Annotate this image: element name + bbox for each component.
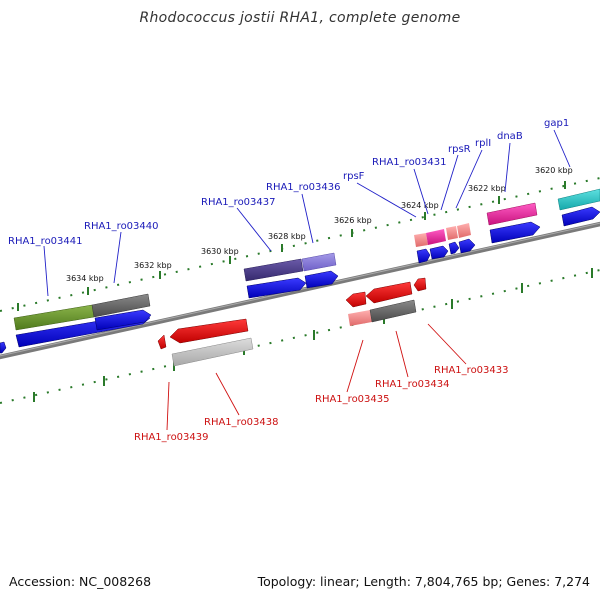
gene-label-ro03434[interactable]: RHA1_ro03434 <box>375 379 450 390</box>
gene-arrow <box>489 221 541 244</box>
gene-arrow <box>448 241 460 255</box>
tick-label: 3630 kbp <box>201 247 239 256</box>
tick-label: 3626 kbp <box>334 216 372 225</box>
tick-label: 3620 kbp <box>535 166 573 175</box>
gene-arrow <box>416 248 431 264</box>
tick-label: 3624 kbp <box>401 201 439 210</box>
gene-arrow <box>169 318 249 344</box>
gene-label-rpsr[interactable]: rpsR <box>448 144 471 155</box>
gene-label-ro03440[interactable]: RHA1_ro03440 <box>84 221 159 232</box>
gene-label-ro03439[interactable]: RHA1_ro03439 <box>134 432 209 443</box>
gene-arrow <box>0 341 7 354</box>
gene-label-rpli[interactable]: rplI <box>475 138 491 149</box>
gene-label-ro03437[interactable]: RHA1_ro03437 <box>201 197 276 208</box>
gene-arrow <box>304 270 339 289</box>
gene-label-rpsf[interactable]: rpsF <box>343 171 365 182</box>
tick-label: 3632 kbp <box>134 261 172 270</box>
gene-arrow <box>429 245 449 260</box>
gene-label-ro03436[interactable]: RHA1_ro03436 <box>266 182 341 193</box>
gene-arrow <box>458 238 476 254</box>
tick-label: 3628 kbp <box>268 232 306 241</box>
gene-arrow <box>157 334 167 350</box>
gene-label-ro03431[interactable]: RHA1_ro03431 <box>372 157 447 168</box>
gene-label-ro03433[interactable]: RHA1_ro03433 <box>434 365 509 376</box>
tick-label: 3622 kbp <box>468 184 506 193</box>
gene-label-ro03435[interactable]: RHA1_ro03435 <box>315 394 390 405</box>
upper-major-ticks <box>17 181 566 311</box>
upper-gene-arrows[interactable] <box>0 206 600 354</box>
gene-arrow <box>365 281 413 304</box>
tick-label: 3634 kbp <box>66 274 104 283</box>
gene-arrow <box>94 309 152 331</box>
gene-arrow <box>561 206 600 227</box>
genome-summary-text: Topology: linear; Length: 7,804,765 bp; … <box>257 574 590 589</box>
genome-backbone <box>0 221 600 360</box>
gene-label-dnab[interactable]: dnaB <box>497 131 523 142</box>
lower-category-bars <box>171 299 417 367</box>
accession-text: Accession: NC_008268 <box>9 574 152 589</box>
gene-arrow <box>345 291 367 308</box>
gene-label-gap1[interactable]: gap1 <box>544 118 569 129</box>
lower-leader-lines <box>166 323 467 431</box>
gene-arrow <box>413 277 427 292</box>
gene-arrow <box>246 277 307 299</box>
genome-title: Rhodococcus jostii RHA1, complete genome <box>139 10 461 26</box>
lower-gene-arrows[interactable] <box>157 277 427 350</box>
upper-category-bars <box>13 188 600 331</box>
gene-label-ro03438[interactable]: RHA1_ro03438 <box>204 417 279 428</box>
upper-leader-lines <box>43 129 571 297</box>
gene-label-ro03441[interactable]: RHA1_ro03441 <box>8 236 83 247</box>
